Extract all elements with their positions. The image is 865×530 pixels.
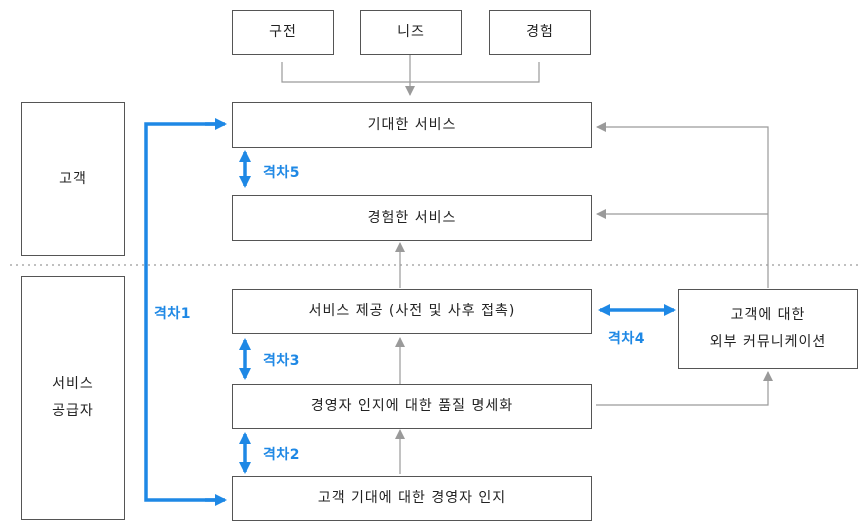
- inputs-merge-connector: [281, 55, 540, 96]
- quality-specs-box: 경영자 인지에 대한 품질 명세화: [232, 384, 592, 429]
- gap3-label: 격차3: [263, 353, 301, 369]
- external-comm-line1: 고객에 대한: [730, 307, 806, 324]
- group-provider-line1: 서비스: [52, 376, 94, 393]
- input-word-of-mouth: 구전: [232, 10, 334, 55]
- flow-arrows: [395, 122, 773, 474]
- service-delivery-box: 서비스 제공 (사전 및 사후 접촉): [232, 289, 592, 334]
- management-perception-box: 고객 기대에 대한 경영자 인지: [232, 476, 592, 521]
- input-needs: 니즈: [360, 10, 462, 55]
- gap2-label: 격차2: [263, 447, 301, 463]
- external-communication-box: 고객에 대한 외부 커뮤니케이션: [678, 289, 858, 369]
- input-experience: 경험: [489, 10, 591, 55]
- group-service-provider: 서비스 공급자: [21, 276, 125, 520]
- expected-service-box: 기대한 서비스: [232, 102, 592, 148]
- external-comm-line2: 외부 커뮤니케이션: [709, 334, 827, 350]
- group-customer: 고객: [21, 102, 125, 256]
- gap1-arrow: [144, 118, 227, 506]
- group-provider-line2: 공급자: [52, 403, 94, 419]
- gap1-label: 격차1: [154, 306, 192, 322]
- perceived-service-box: 경험한 서비스: [232, 195, 592, 241]
- gap4-label: 격차4: [608, 331, 646, 347]
- gap5-label: 격차5: [263, 165, 301, 181]
